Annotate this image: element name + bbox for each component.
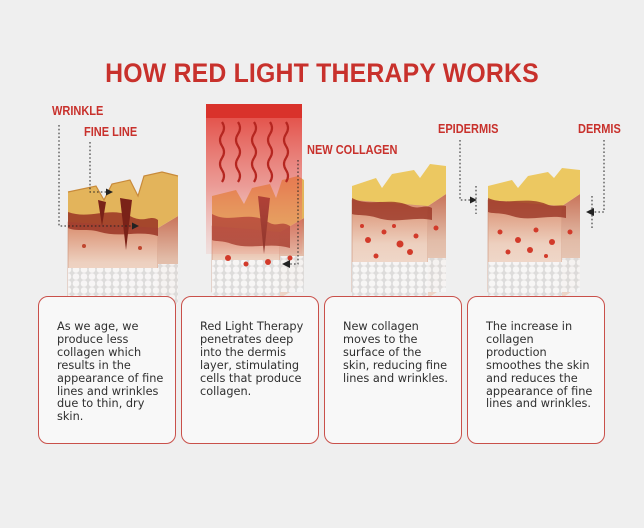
explanation-card-3: New collagen moves to the surface of the…	[324, 296, 462, 444]
page-title: HOW RED LIGHT THERAPY WORKS	[105, 58, 539, 88]
label-dermis: DERMIS	[578, 122, 621, 136]
pointer-lines	[58, 125, 605, 265]
card-text: New collagen moves to the surface of the…	[343, 320, 448, 385]
skin-block-wrinkled-icon	[67, 171, 179, 313]
explanation-card-1: As we age, we produce less collagen whic…	[38, 296, 176, 444]
label-wrinkle: WRINKLE	[52, 104, 104, 118]
label-new-collagen: NEW COLLAGEN	[307, 143, 398, 157]
skin-block-smooth-icon	[487, 168, 580, 299]
card-text: Red Light Therapy penetrates deep into t…	[200, 320, 304, 398]
label-epidermis: EPIDERMIS	[438, 122, 499, 136]
card-text: As we age, we produce less collagen whic…	[57, 320, 164, 424]
card-text: The increase in collagen production smoo…	[486, 320, 593, 411]
explanation-card-4: The increase in collagen production smoo…	[467, 296, 605, 444]
label-fine-line: FINE LINE	[84, 125, 138, 139]
red-light-panel-icon	[206, 104, 304, 299]
explanation-card-2: Red Light Therapy penetrates deep into t…	[181, 296, 319, 444]
skin-block-repairing-icon	[351, 164, 446, 299]
